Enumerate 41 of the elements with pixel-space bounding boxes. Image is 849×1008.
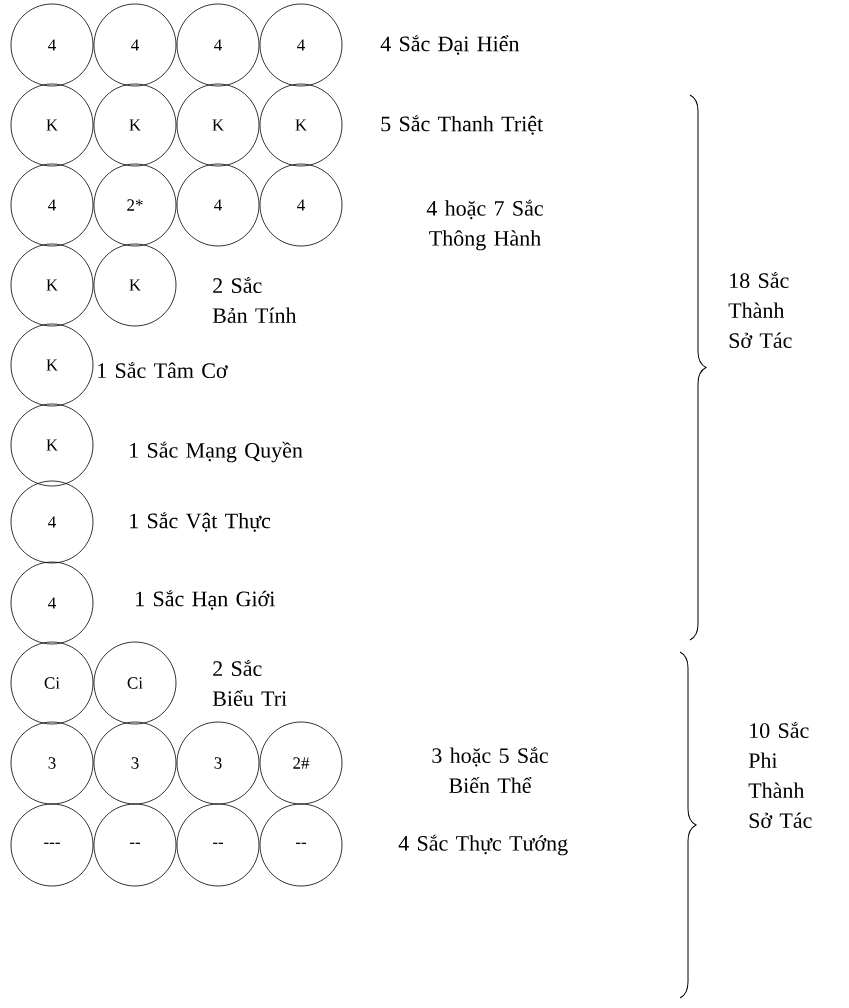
row-label: 4 Sắc Đại Hiển: [380, 35, 520, 55]
circle-node: K: [93, 83, 177, 167]
circle-node: 4: [259, 163, 343, 247]
circle-node: 4: [176, 163, 260, 247]
row-label: 1 Sắc Vật Thực: [130, 512, 271, 532]
circle-node: 3: [176, 721, 260, 805]
circle-node: ---: [10, 803, 94, 887]
circle-node: --: [259, 803, 343, 887]
row-label: 1 Sắc Mạng Quyền: [130, 441, 303, 463]
circle-node: 4: [10, 561, 94, 645]
row-label: 2 Sắc Biểu Tri: [212, 659, 287, 707]
circle-node: K: [10, 243, 94, 327]
row-label: 5 Sắc Thanh Triệt: [381, 115, 544, 135]
circle-node: Ci: [93, 641, 177, 725]
group-label: 18 Sắc Thành Sở Tác: [728, 271, 792, 349]
circle-node: K: [93, 243, 177, 327]
circle-node: --: [176, 803, 260, 887]
circle-node: 4: [176, 3, 260, 87]
group-label: 10 Sắc Phi Thành Sở Tác: [748, 721, 812, 829]
circle-node: --: [93, 803, 177, 887]
circle-node: 4: [259, 3, 343, 87]
circle-node: 3: [93, 721, 177, 805]
circle-node: K: [259, 83, 343, 167]
circle-node: K: [10, 83, 94, 167]
row-label: 4 Sắc Thực Tướng: [398, 834, 568, 856]
circle-node: K: [10, 323, 94, 407]
row-label: 2 Sắc Bản Tính: [212, 276, 297, 324]
circle-node: K: [10, 403, 94, 487]
row-label: 3 hoặc 5 Sắc Biến Thể: [432, 746, 548, 794]
row-label: 4 hoặc 7 Sắc Thông Hành: [426, 199, 543, 251]
circle-node: K: [176, 83, 260, 167]
row-label: 1 Sắc Tâm Cơ: [98, 361, 228, 379]
circle-node: 3: [10, 721, 94, 805]
row-label: 1 Sắc Hạn Giới: [136, 590, 275, 610]
circle-node: 4: [93, 3, 177, 87]
circle-node: 2#: [259, 721, 343, 805]
circle-node: Ci: [10, 641, 94, 725]
circle-node: 4: [10, 480, 94, 564]
circle-node: 4: [10, 163, 94, 247]
circle-node: 4: [10, 3, 94, 87]
circle-node: 2*: [93, 163, 177, 247]
